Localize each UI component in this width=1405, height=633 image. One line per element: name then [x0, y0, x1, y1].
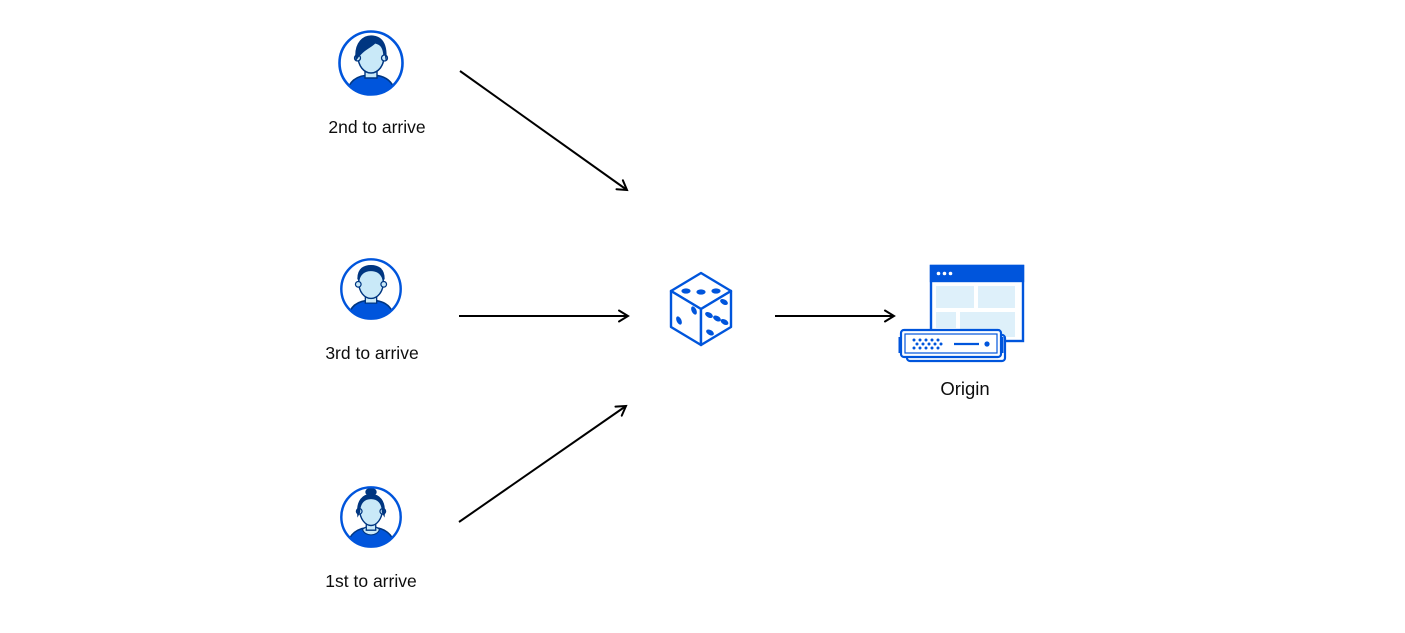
label-client-2nd: 2nd to arrive	[328, 117, 426, 137]
arrow-client1st-to-dice	[458, 404, 628, 523]
node-client-2nd	[336, 28, 406, 103]
label-client-1st: 1st to arrive	[325, 571, 417, 591]
browser-window-icon	[929, 264, 1025, 343]
origin-server-icon	[898, 264, 1025, 363]
person-avatar-icon	[340, 486, 402, 548]
label-client-3rd: 3rd to arrive	[325, 343, 419, 363]
person-avatar-icon	[338, 30, 404, 96]
node-client-1st	[338, 484, 404, 555]
server-dot-matrix	[912, 338, 943, 350]
label-origin: Origin	[940, 378, 990, 399]
node-random-selector	[668, 271, 734, 354]
node-client-3rd	[338, 256, 404, 327]
arrow-client2nd-to-dice	[459, 70, 629, 192]
node-origin	[897, 259, 1030, 371]
server-icon	[898, 328, 1007, 363]
dice-icon	[669, 271, 733, 347]
person-avatar-icon	[340, 258, 402, 320]
